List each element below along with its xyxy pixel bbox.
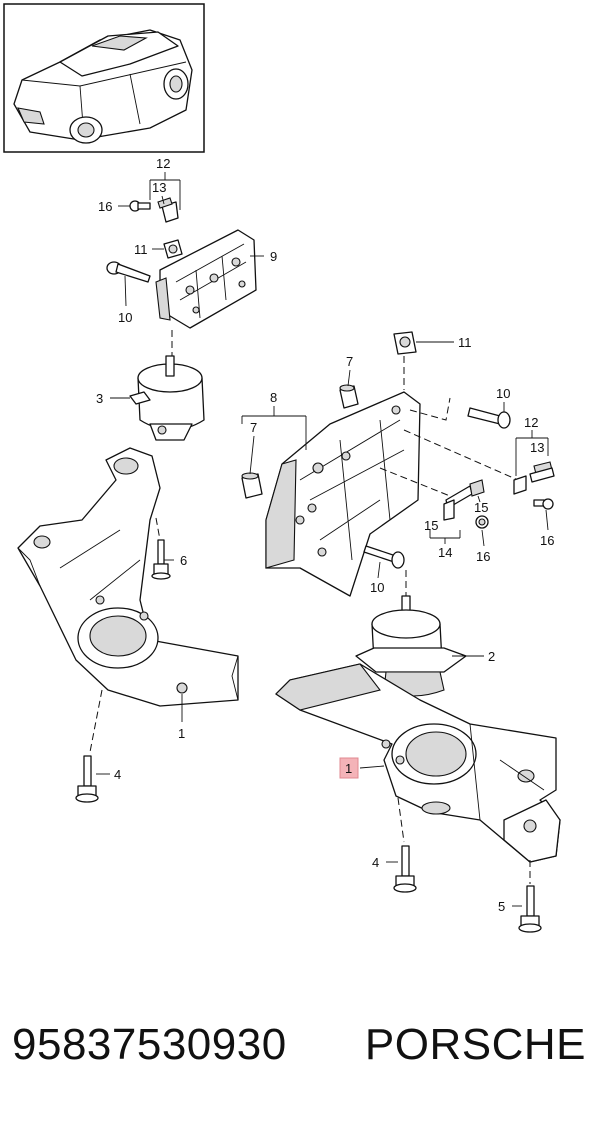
bracket-8 [265,391,421,597]
callout-16: 16 [98,199,112,214]
nut-11-right [393,331,417,355]
engine-mount-3 [129,355,205,441]
clip-15 [469,479,485,497]
bracket-14 [443,485,473,521]
callout-7: 7 [346,354,353,369]
car-icon [13,29,193,144]
nut-11-left [163,239,183,259]
callout-12: 12 [156,156,170,171]
callout-11: 11 [134,242,148,257]
callout-4: 4 [114,767,121,782]
callout-1-highlighted: 1 [345,761,352,776]
callout-16: 16 [476,549,490,564]
callout-9: 9 [270,249,277,264]
callout-10: 10 [118,310,132,325]
screw-16-left [129,200,151,212]
bracket-9 [155,229,257,329]
vehicle-thumbnail [3,3,205,153]
bolt-10-right-lower [363,545,405,569]
callout-10: 10 [496,386,510,401]
leader-lines [96,172,549,907]
bracket-13-left [157,197,179,223]
bolt-4-left [75,755,99,803]
part-number: 95837530930 [12,1020,287,1069]
sleeve-7-lower [241,472,263,499]
callout-15: 15 [474,500,488,515]
callout-5: 5 [498,899,505,914]
callout-12: 12 [524,415,538,430]
callout-13: 13 [152,180,166,195]
subframe-1-left [17,447,239,707]
callout-3: 3 [96,391,103,406]
callout-13: 13 [530,440,544,455]
sleeve-7-upper [339,384,359,409]
caption-bar: 95837530930 PORSCHE [0,1020,600,1100]
subframe-1-right [275,663,561,863]
callout-6: 6 [180,553,187,568]
callout-11: 11 [458,335,472,350]
callout-8: 8 [270,390,277,405]
bolt-6 [151,539,171,580]
callout-1: 1 [178,726,185,741]
callout-2: 2 [488,649,495,664]
highlighted-callout-1[interactable]: 1 [339,757,359,779]
callout-14: 14 [438,545,452,560]
screw-16-mid [475,515,489,529]
bracket-13-right [513,461,555,495]
callout-10: 10 [370,580,384,595]
parts-diagram: 12 13 16 11 9 10 3 6 1 4 11 7 8 7 10 12 … [3,3,561,933]
brand-name: PORSCHE [364,1020,586,1069]
callout-labels: 12 13 16 11 9 10 3 6 1 4 11 7 8 7 10 12 … [96,156,554,914]
bolt-5 [518,885,542,933]
callout-16: 16 [540,533,554,548]
bolt-10-left [106,261,151,283]
callout-4: 4 [372,855,379,870]
callout-7: 7 [250,420,257,435]
screw-16-right [533,498,554,510]
bolt-4-right [393,845,417,893]
callout-15: 15 [424,518,438,533]
